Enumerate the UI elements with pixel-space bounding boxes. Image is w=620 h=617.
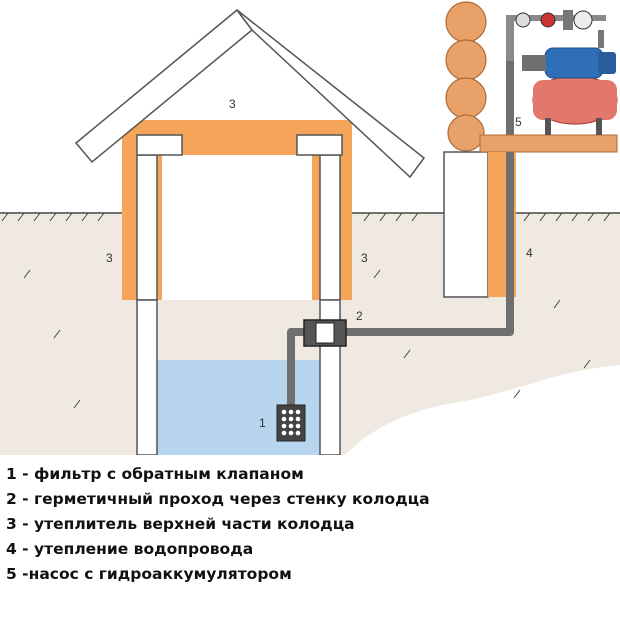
callout-wall-insulation-right: 3 <box>361 251 368 265</box>
house-floor <box>479 134 618 153</box>
ground-hatching <box>1 212 611 409</box>
legend-item-pipe-insulation: 4 - утепление водопровода <box>6 540 254 558</box>
well-water-supply-diagram: 3 3 3 2 1 4 5 <box>0 1 620 455</box>
wall-passage-seal <box>303 319 347 347</box>
callout-wall-insulation-left: 3 <box>106 251 113 265</box>
house-log-wall <box>445 1 487 152</box>
legend-item-upper-insulation: 3 - утеплитель верхней части колодца <box>6 515 355 533</box>
pump-with-accumulator <box>506 10 618 135</box>
callout-filter: 1 <box>259 416 266 430</box>
callout-pipe-insulation: 4 <box>526 246 533 260</box>
filter-with-check-valve <box>276 404 306 442</box>
callout-roof-insulation: 3 <box>229 97 236 111</box>
legend-item-wall-passage: 2 - герметичный проход через стенку коло… <box>6 490 430 508</box>
well-roof <box>74 8 426 179</box>
callout-pump: 5 <box>515 115 522 129</box>
well-walls <box>136 134 343 455</box>
legend: 1 - фильтр с обратным клапаном 2 - герме… <box>6 462 606 587</box>
house-foundation <box>443 151 489 298</box>
legend-item-pump: 5 -насос с гидроаккумулятором <box>6 565 292 583</box>
well-house-interior <box>162 155 312 300</box>
callout-wall-passage: 2 <box>356 309 363 323</box>
legend-item-filter: 1 - фильтр с обратным клапаном <box>6 465 304 483</box>
